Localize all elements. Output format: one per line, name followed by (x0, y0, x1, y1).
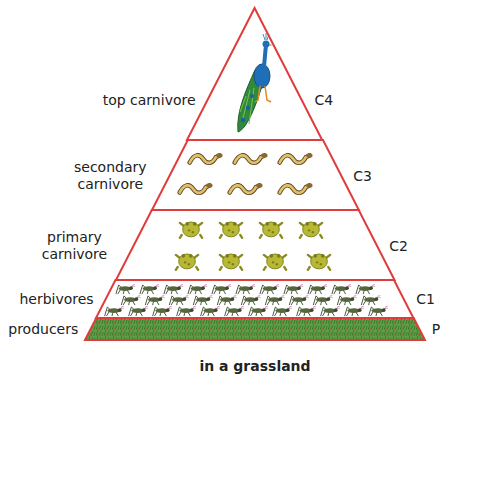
hopper-icon (105, 306, 124, 316)
hopper-icon (212, 284, 231, 294)
frog-icon (176, 254, 198, 270)
snake-icon (280, 183, 313, 193)
hopper-icon (193, 295, 212, 305)
hopper-icon (265, 295, 284, 305)
snake-icon (190, 153, 223, 163)
hopper-icon (321, 306, 340, 316)
trophic-level-label: primary carnivore (32, 229, 116, 263)
frog-icon (308, 254, 330, 270)
frog-icon (220, 254, 242, 270)
hopper-icon (236, 284, 255, 294)
level-code: P (432, 321, 440, 338)
animal-icons (105, 153, 388, 316)
snake-icon (280, 153, 313, 163)
snake-icon (180, 183, 213, 193)
frog-icon (300, 222, 322, 238)
band-outline (185, 6, 324, 142)
hopper-icon (201, 306, 220, 316)
hopper-icon (217, 295, 236, 305)
hopper-icon (121, 295, 140, 305)
hopper-icon (313, 295, 332, 305)
hopper-icon (356, 284, 375, 294)
trophic-level-label: producers (8, 321, 78, 338)
level-code: C3 (353, 168, 372, 185)
peacock-figure (238, 33, 273, 132)
hopper-icon (361, 295, 380, 305)
trophic-level-label: top carnivore (103, 92, 196, 109)
band-outline (114, 208, 397, 282)
frog-icon (220, 222, 242, 238)
hopper-icon (188, 284, 207, 294)
hopper-icon (129, 306, 148, 316)
hopper-icon (308, 284, 327, 294)
frog-icon (264, 254, 286, 270)
grass-producers (85, 318, 425, 340)
hopper-icon (241, 295, 260, 305)
trophic-level-label: herbivores (19, 291, 93, 308)
snake-icon (235, 153, 268, 163)
pyramid-band: top carnivoreC4 (185, 6, 324, 142)
band-outline (150, 138, 361, 212)
hopper-icon (273, 306, 292, 316)
pyramid-band: herbivoresC1 (94, 278, 415, 320)
frog-icon (260, 222, 282, 238)
snake-icon (230, 183, 263, 193)
hopper-icon (225, 306, 244, 316)
hopper-icon (332, 284, 351, 294)
hopper-icon (260, 284, 279, 294)
level-code: C4 (314, 92, 333, 109)
hopper-icon (345, 306, 364, 316)
pyramid-band: secondary carnivoreC3 (150, 138, 361, 212)
hopper-icon (169, 295, 188, 305)
hopper-icon (297, 306, 316, 316)
level-code: C1 (416, 291, 435, 308)
hopper-icon (369, 306, 388, 316)
hopper-icon (116, 284, 135, 294)
trophic-level-label: secondary carnivore (68, 159, 152, 193)
hopper-icon (145, 295, 164, 305)
hopper-icon (284, 284, 303, 294)
hopper-icon (177, 306, 196, 316)
hopper-icon (153, 306, 172, 316)
hopper-icon (249, 306, 268, 316)
pyramid-band: primary carnivoreC2 (114, 208, 397, 282)
hopper-icon (289, 295, 308, 305)
hopper-icon (164, 284, 183, 294)
hopper-icon (140, 284, 159, 294)
band-outline (94, 278, 415, 320)
pyramid-band: producersP (83, 316, 427, 342)
level-code: C2 (389, 238, 408, 255)
frog-icon (180, 222, 202, 238)
caption: in a grassland (199, 358, 310, 375)
band-outline (83, 316, 427, 342)
hopper-icon (337, 295, 356, 305)
